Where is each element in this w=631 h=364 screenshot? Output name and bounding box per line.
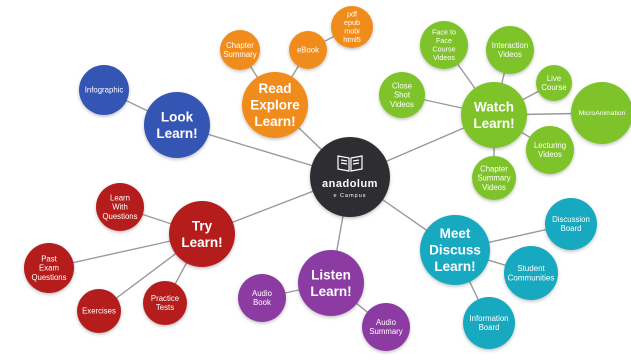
node-circle-face-to-face-course-videos — [420, 21, 468, 69]
node-circle-interaction-videos — [486, 26, 534, 74]
node-circle-discussion-board — [545, 198, 597, 250]
node-circle-try-learn — [169, 201, 235, 267]
node-ebook: eBook — [289, 31, 327, 69]
node-circle-practice-tests — [143, 281, 187, 325]
node-circle-live-course — [536, 65, 572, 101]
node-circle-look-learn — [144, 92, 210, 158]
center-circle — [310, 137, 390, 217]
center-node: anadolum e Campus — [310, 137, 390, 217]
node-circle-information-board — [463, 297, 515, 349]
node-circle-audio-summary — [362, 303, 410, 351]
node-microanimation: MicroAnimation — [571, 82, 631, 144]
node-circle-student-communities — [504, 246, 558, 300]
node-circle-close-shot-videos — [379, 72, 425, 118]
node-circle-microanimation — [571, 82, 631, 144]
node-exercises: Exercises — [77, 289, 121, 333]
node-circle-audio-book — [238, 274, 286, 322]
open-book-icon — [337, 155, 363, 172]
node-circle-read-explore-learn — [242, 72, 308, 138]
node-circle-infographic — [79, 65, 129, 115]
node-circle-formats — [331, 6, 373, 48]
brand-name: anadolum — [322, 178, 378, 190]
node-circle-chapter-summary — [220, 30, 260, 70]
node-circle-exercises — [77, 289, 121, 333]
node-circle-watch-learn — [461, 82, 527, 148]
brand-subtitle: e Campus — [333, 193, 366, 199]
node-circle-ebook — [289, 31, 327, 69]
node-circle-listen-learn — [298, 250, 364, 316]
node-circle-lecturing-videos — [526, 126, 574, 174]
node-circle-meet-discuss-learn — [420, 215, 490, 285]
node-circle-chapter-summary-videos — [472, 156, 516, 200]
node-circle-learn-with-questions — [96, 183, 144, 231]
node-infographic: Infographic — [79, 65, 129, 115]
node-circle-past-exam-questions — [24, 243, 74, 293]
